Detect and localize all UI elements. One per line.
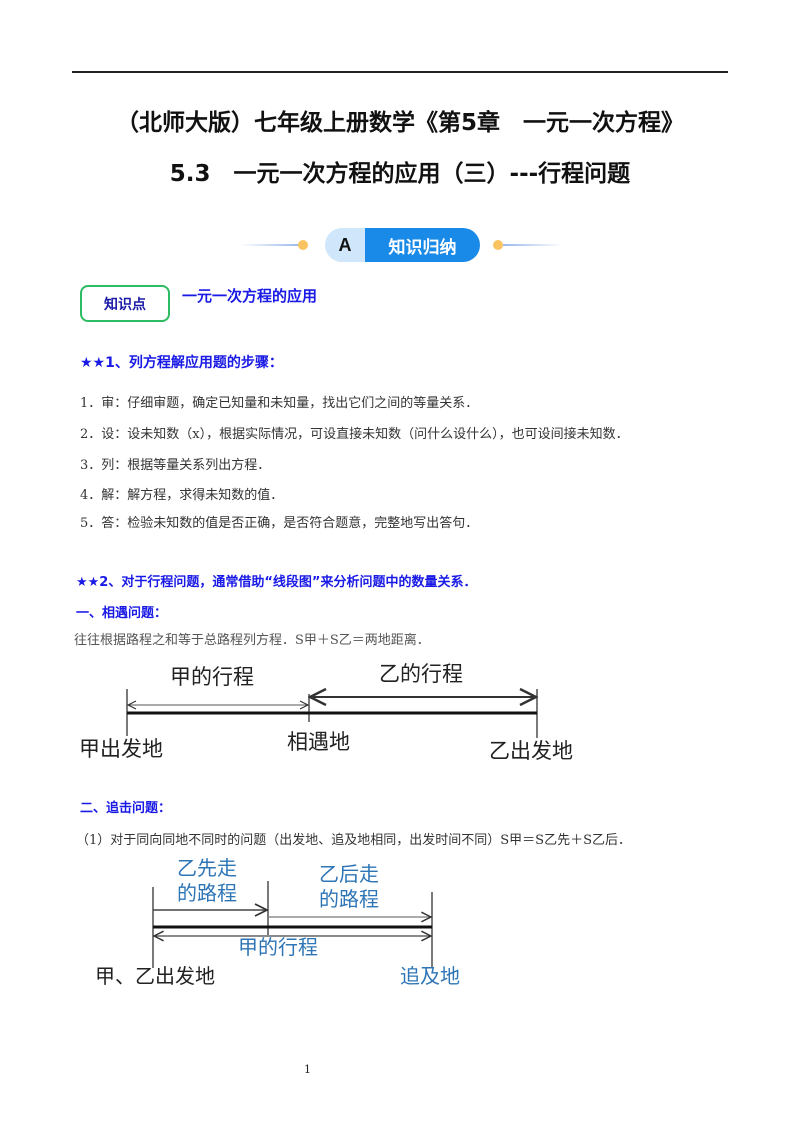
b-first-line2: 的路程	[177, 881, 237, 905]
section-banner: A 知识归纳	[325, 228, 480, 262]
b-first-line1: 乙先走	[177, 856, 237, 880]
meet-text: 往往根据路程之和等于总路程列方程．S甲＋S乙＝两地距离．	[74, 633, 430, 648]
banner-line-left	[240, 244, 300, 246]
a-chase-label: 甲的行程	[238, 935, 318, 959]
knowledge-badge: 知识点	[80, 285, 170, 322]
banner-line-right	[503, 244, 563, 246]
title-line1: （北师大版）七年级上册数学《第5章 一元一次方程》	[115, 110, 684, 136]
knowledge-title: 一元一次方程的应用	[182, 287, 318, 305]
step-item: 3．列：根据等量关系列出方程．	[80, 458, 271, 473]
meet-heading: 一、相遇问题：	[76, 606, 168, 621]
a-path-label: 甲的行程	[170, 665, 254, 689]
b-path-label: 乙的行程	[379, 662, 463, 686]
chase-heading: 二、追击问题：	[80, 801, 172, 816]
catch-point-label: 追及地	[400, 964, 460, 988]
b-start-label: 乙出发地	[489, 739, 573, 763]
chase-text: （1）对于同向同地不同时的问题（出发地、追及地相同，出发时间不同）S甲＝S乙先＋…	[76, 833, 631, 848]
step-item: 2．设：设未知数（x），根据实际情况，可设直接未知数（问什么设什么），也可设间接…	[80, 427, 629, 442]
banner-dot-right	[493, 240, 503, 250]
chase-start-label: 甲、乙出发地	[95, 964, 215, 988]
banner-letter: A	[325, 228, 365, 262]
section2-heading: ★★2、对于行程问题，通常借助“线段图”来分析问题中的数量关系．	[76, 575, 477, 590]
step-item: 5．答：检验未知数的值是否正确，是否符合题意，完整地写出答句．	[80, 516, 479, 531]
banner-dot-left	[298, 240, 308, 250]
page-number: 1	[304, 1063, 311, 1076]
banner-label: 知识归纳	[365, 228, 480, 262]
step-item: 4．解：解方程，求得未知数的值．	[80, 488, 284, 503]
b-first-label: 乙先走 的路程	[160, 856, 254, 906]
step-item: 1．审：仔细审题，确定已知量和未知量，找出它们之间的等量关系．	[80, 396, 479, 411]
section1-heading: ★★1、列方程解应用题的步骤：	[80, 355, 283, 371]
top-rule	[72, 71, 728, 73]
a-start-label: 甲出发地	[79, 737, 163, 761]
title-line2: 5.3 一元一次方程的应用（三）---行程问题	[169, 161, 631, 187]
b-after-line1: 乙后走	[319, 862, 379, 886]
b-after-label: 乙后走 的路程	[302, 862, 396, 912]
b-after-line2: 的路程	[319, 887, 379, 911]
meet-point-label: 相遇地	[287, 730, 350, 754]
